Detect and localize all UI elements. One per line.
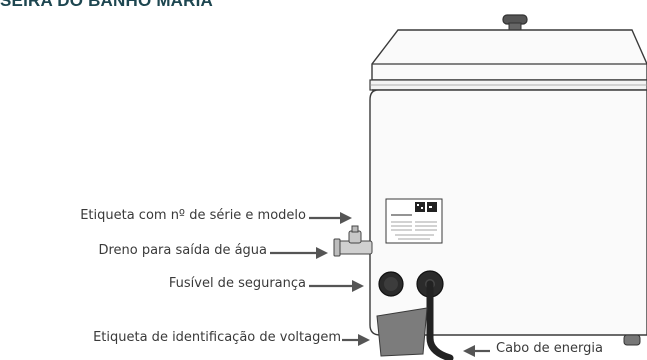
fuse-holder: [378, 271, 404, 297]
page-title: SEIRA DO BANHO MARIA: [0, 0, 214, 10]
drain-valve: [333, 225, 373, 257]
lid-knob: [502, 14, 528, 32]
voltage-tag: [376, 307, 428, 357]
label-voltage: Etiqueta de identificação de voltagem: [93, 330, 341, 345]
serial-sticker: [385, 198, 443, 244]
label-drain: Dreno para saída de água: [98, 243, 267, 258]
foot-right: [623, 334, 641, 346]
label-serial: Etiqueta com nº de série e modelo: [80, 208, 306, 223]
power-cable: [416, 270, 454, 360]
lid: [371, 29, 647, 81]
label-fuse: Fusível de segurança: [168, 276, 306, 291]
leader-arrows: [270, 212, 490, 357]
label-power-cable: Cabo de energia: [496, 341, 603, 356]
